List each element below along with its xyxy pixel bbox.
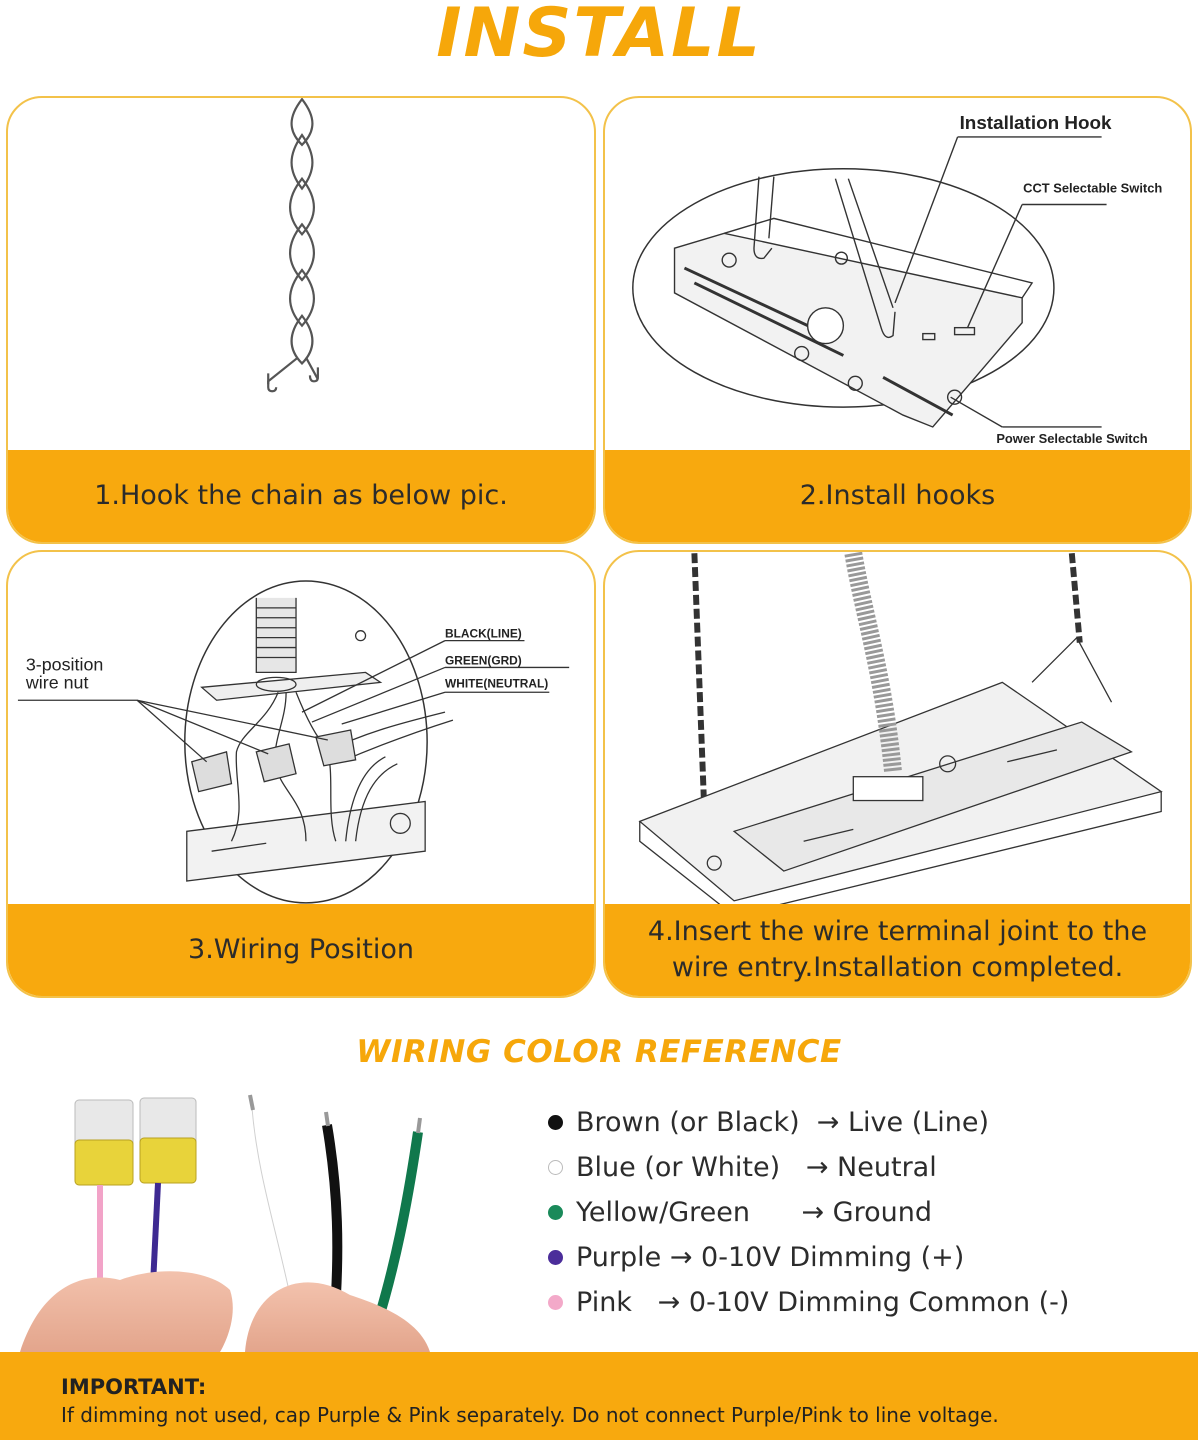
label-power-switch: Power Selectable Switch	[996, 431, 1147, 446]
important-note: If dimming not used, cap Purple & Pink s…	[61, 1403, 999, 1427]
step-2-caption: 2.Install hooks	[605, 450, 1190, 542]
label-wire-nut-1: 3-position	[26, 654, 103, 674]
wires-photo	[20, 1094, 430, 1352]
hook-illustration: Installation Hook CCT Selectable Switch …	[632, 112, 1162, 446]
color-dot-purple	[548, 1250, 563, 1265]
step-2-panel: Installation Hook CCT Selectable Switch …	[603, 96, 1192, 544]
step-4-panel: 4.Insert the wire terminal joint to the …	[603, 550, 1192, 998]
wiring-illustration: 3-position wire nut BLACK(LINE) GREEN(GR…	[17, 580, 570, 904]
step-1-caption: 1.Hook the chain as below pic.	[8, 450, 594, 542]
wiring-item-ground: Yellow/Green → Ground	[548, 1190, 1188, 1235]
wiring-reference-title: WIRING COLOR REFERENCE	[356, 1034, 842, 1070]
wiring-color-list: Brown (or Black) → Live (Line) Blue (or …	[548, 1100, 1188, 1325]
color-dot-white	[548, 1160, 563, 1175]
label-black-line: BLACK(LINE)	[445, 627, 522, 641]
color-dot-pink	[548, 1295, 563, 1310]
wiring-item-neutral: Blue (or White) → Neutral	[548, 1145, 1188, 1190]
chain-illustration	[267, 98, 319, 393]
color-dot-black	[548, 1115, 563, 1130]
color-dot-green	[548, 1205, 563, 1220]
wiring-item-dimming-plus: Purple → 0-10V Dimming (+)	[548, 1235, 1188, 1280]
step-3-caption: 3.Wiring Position	[8, 904, 594, 996]
wiring-item-live: Brown (or Black) → Live (Line)	[548, 1100, 1188, 1145]
important-heading: IMPORTANT:	[61, 1375, 207, 1399]
label-cct-switch: CCT Selectable Switch	[1023, 181, 1162, 196]
caption-line: 3.Wiring Position	[188, 934, 414, 965]
caption-line: 1.Hook the chain as below pic.	[94, 480, 508, 511]
label-installation-hook: Installation Hook	[960, 112, 1112, 133]
caption-line: wire entry.Installation completed.	[671, 952, 1124, 983]
caption-line: 2.Install hooks	[799, 480, 996, 511]
important-banner: IMPORTANT: If dimming not used, cap Purp…	[0, 1352, 1198, 1440]
page-title: INSTALL	[436, 0, 762, 73]
wiring-item-dimming-common: Pink → 0-10V Dimming Common (-)	[548, 1280, 1188, 1325]
step-3-panel: 3-position wire nut BLACK(LINE) GREEN(GR…	[6, 550, 596, 998]
label-green-grd: GREEN(GRD)	[445, 653, 522, 667]
step-1-panel: 1.Hook the chain as below pic.	[6, 96, 596, 544]
label-wire-nut-2: wire nut	[25, 672, 89, 692]
fixture-illustration	[638, 552, 1163, 912]
caption-line: 4.Insert the wire terminal joint to the	[647, 916, 1148, 947]
step-4-caption: 4.Insert the wire terminal joint to the …	[605, 904, 1190, 996]
label-white-neutral: WHITE(NEUTRAL)	[445, 676, 548, 690]
